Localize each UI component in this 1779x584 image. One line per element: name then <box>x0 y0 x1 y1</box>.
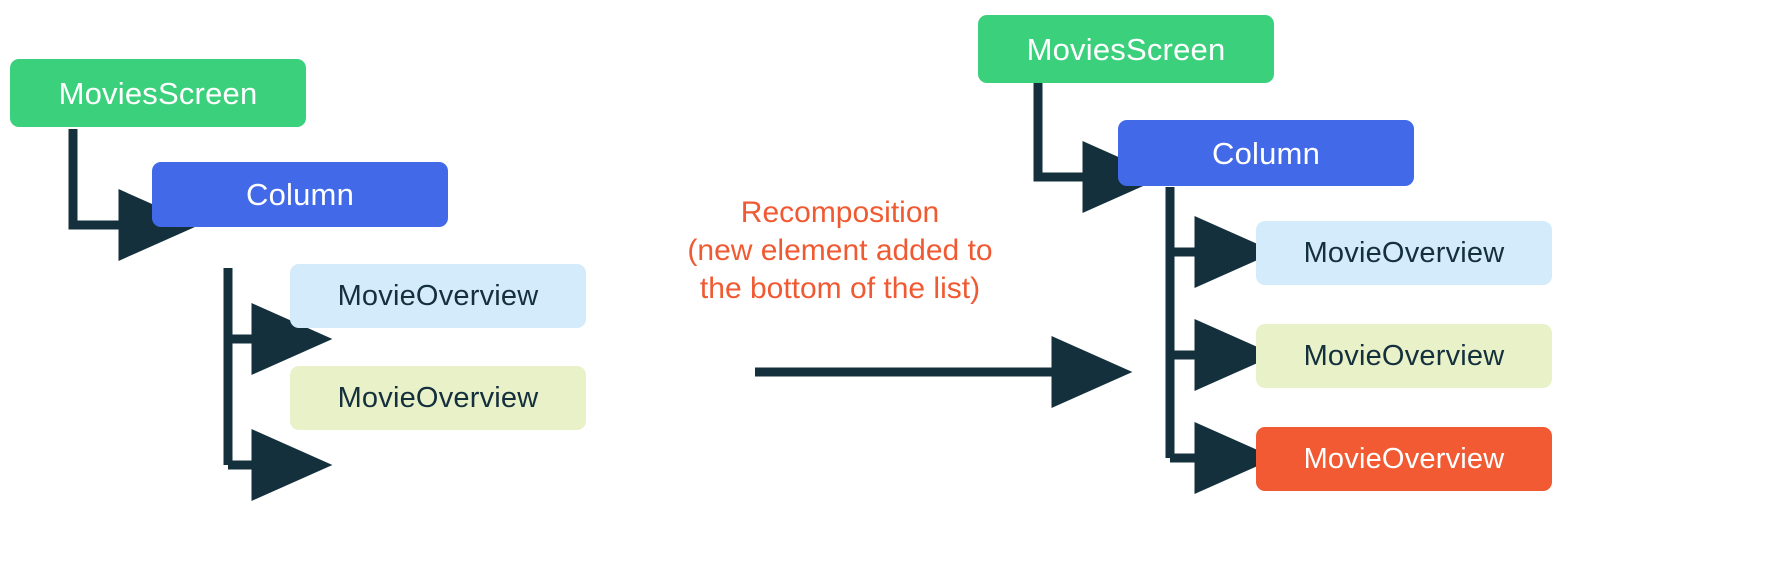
before-node-moviesscreen-label: MoviesScreen <box>58 75 258 111</box>
after-node-moviesscreen[interactable]: MoviesScreen <box>978 15 1274 83</box>
after-node-moviesscreen-label: MoviesScreen <box>1026 31 1226 67</box>
connector-left-screen-to-column <box>68 129 200 261</box>
after-node-movieoverview-3-label: MovieOverview <box>1303 442 1505 475</box>
before-node-movieoverview-1-label: MovieOverview <box>337 279 539 312</box>
before-node-column[interactable]: Column <box>152 162 448 227</box>
recomposition-caption: Recomposition (new element added to the … <box>687 196 993 305</box>
after-node-column-label: Column <box>1211 135 1321 171</box>
before-node-moviesscreen[interactable]: MoviesScreen <box>10 59 306 127</box>
after-node-movieoverview-1-label: MovieOverview <box>1303 236 1505 269</box>
after-node-movieoverview-2-label: MovieOverview <box>1303 339 1505 372</box>
after-node-column[interactable]: Column <box>1118 120 1414 186</box>
before-node-movieoverview-1[interactable]: MovieOverview <box>290 264 586 328</box>
after-node-movieoverview-2[interactable]: MovieOverview <box>1256 324 1552 388</box>
connector-right-screen-to-column <box>1033 82 1164 213</box>
before-node-column-label: Column <box>245 177 355 212</box>
before-node-movieoverview-2[interactable]: MovieOverview <box>290 366 586 430</box>
after-node-movieoverview-3[interactable]: MovieOverview <box>1256 427 1552 491</box>
before-node-movieoverview-2-label: MovieOverview <box>337 381 539 414</box>
after-node-movieoverview-1[interactable]: MovieOverview <box>1256 221 1552 285</box>
